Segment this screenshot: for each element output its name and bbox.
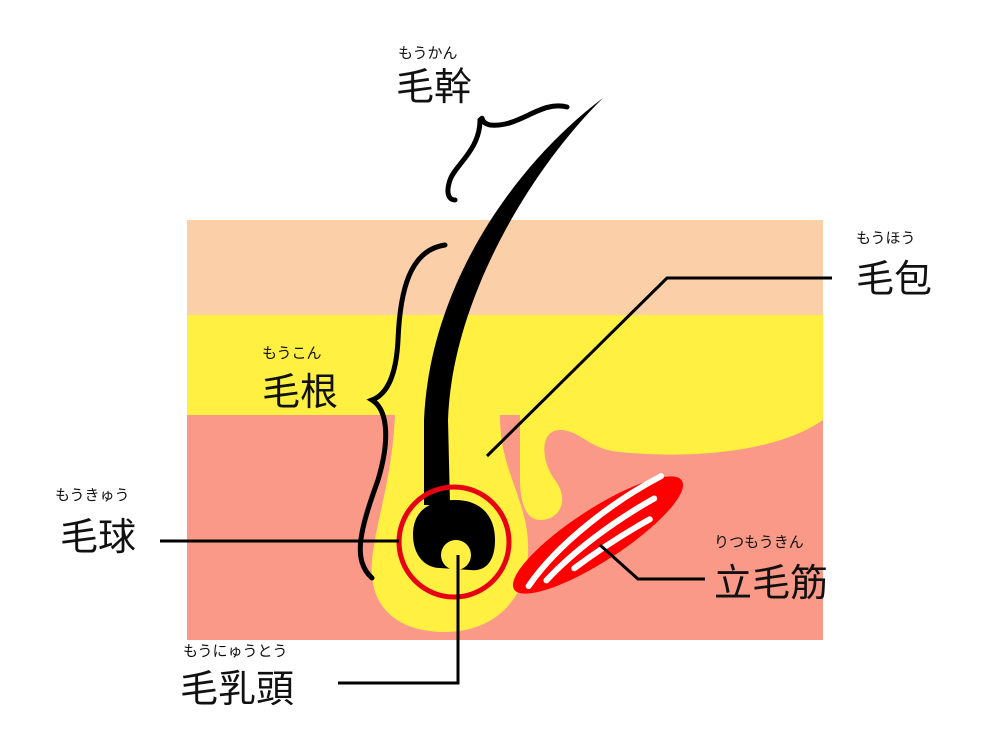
arrector-pili-ruby: りつもうきん xyxy=(714,533,804,551)
dermal-papilla xyxy=(441,540,471,570)
hair-bulb xyxy=(413,500,495,571)
yellow-curve xyxy=(520,415,823,520)
hair-root-brace xyxy=(357,242,448,581)
epidermis-layer xyxy=(187,220,823,316)
arrector-pili-muscle xyxy=(512,473,684,594)
yellow-layer xyxy=(187,315,823,417)
hair-bulb-label: 毛球 xyxy=(60,515,136,559)
hair-shaft-label: 毛幹 xyxy=(396,65,472,109)
hair-root-ruby: もうこん xyxy=(262,344,322,362)
dermal-papilla-ruby: もうにゅうとう xyxy=(183,642,288,660)
hair-follicle-ruby: もうほう xyxy=(856,229,916,247)
hair-root-label: 毛根 xyxy=(262,370,338,414)
hair-shaft-brace xyxy=(445,103,570,203)
muscle-leader-line xyxy=(598,543,705,581)
hair-follicle-label: 毛包 xyxy=(856,257,932,301)
arrector-pili-label: 立毛筋 xyxy=(714,561,828,605)
hair-bulb-ruby: もうきゅう xyxy=(55,486,130,504)
hair-shaft-ruby: もうかん xyxy=(398,44,458,62)
follicle-leader-line xyxy=(485,276,832,458)
hair-shaft xyxy=(424,98,603,505)
dermal-papilla-label: 毛乳頭 xyxy=(180,667,294,711)
papilla-leader-line xyxy=(338,555,460,685)
